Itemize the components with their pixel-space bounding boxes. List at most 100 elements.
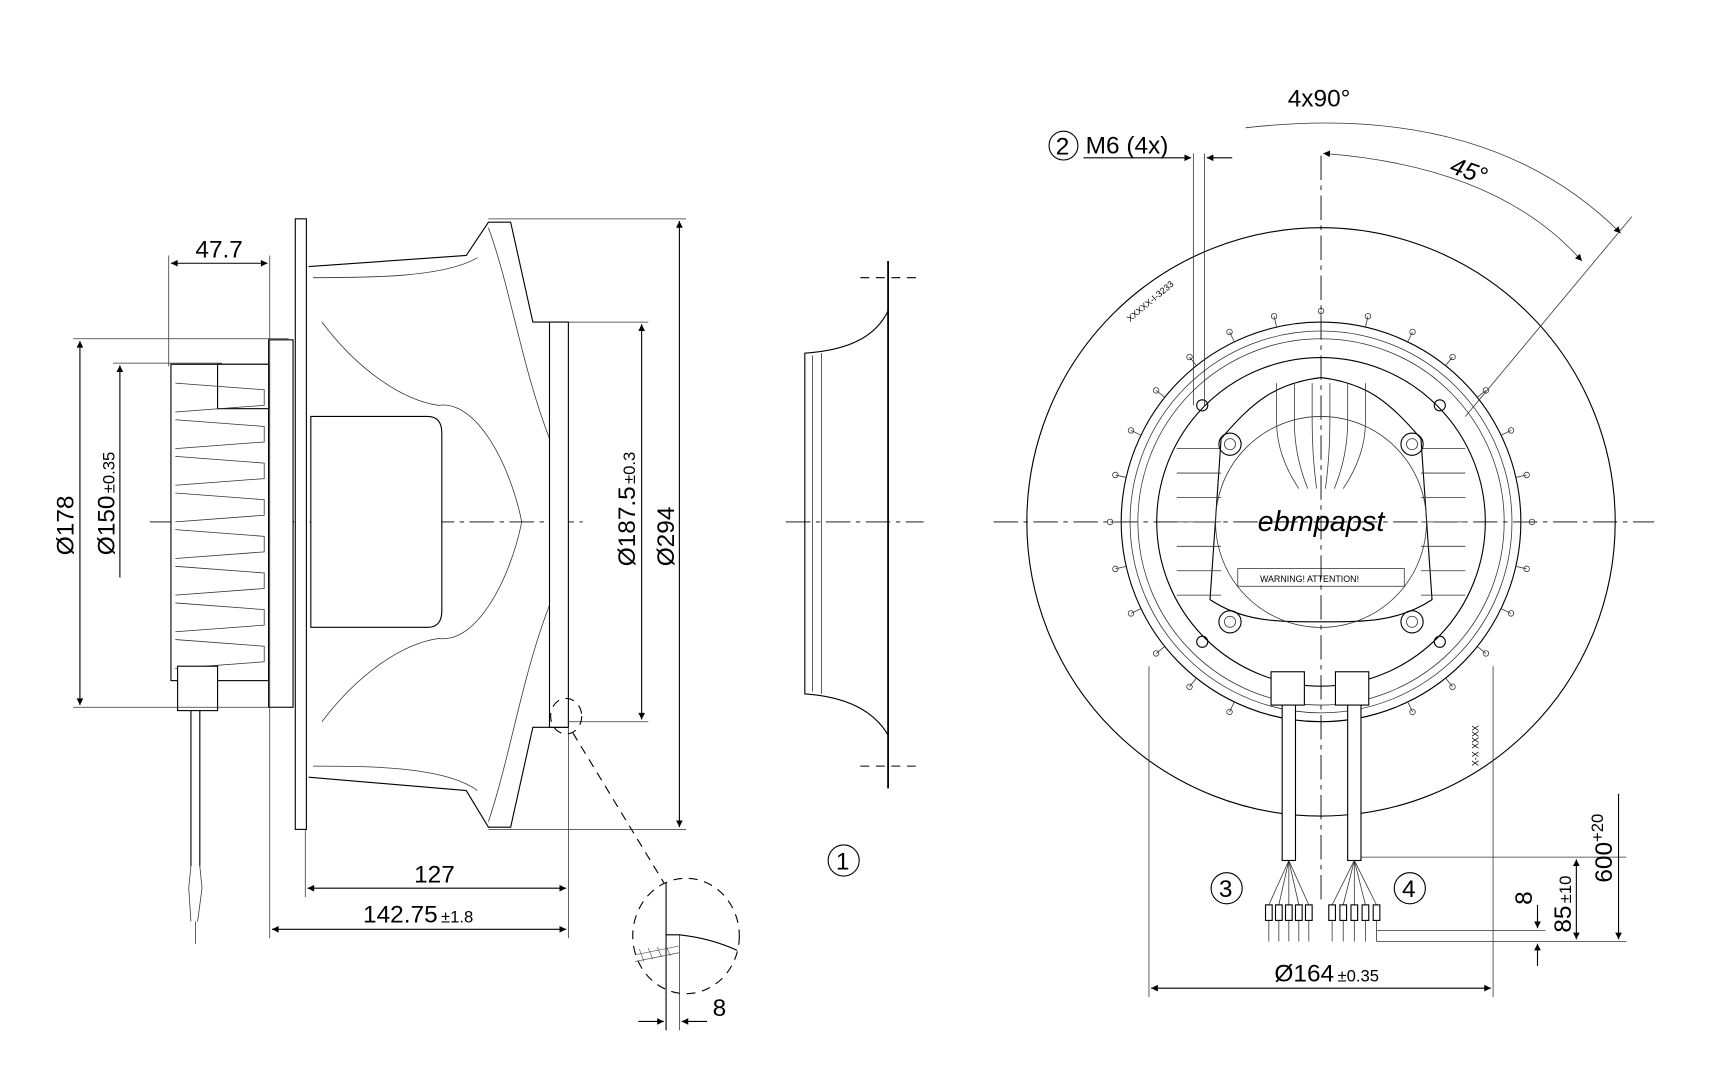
brand-logo: ebmpapst (1258, 506, 1387, 538)
m6-hole (1433, 635, 1446, 648)
ring-tooth-tip (1127, 610, 1135, 617)
motor-housing (170, 339, 294, 712)
ring-tooth-tip (1409, 328, 1416, 336)
dim-width-47-7: 47.7 (195, 237, 243, 264)
screw-head (1406, 438, 1418, 451)
wire (1342, 860, 1355, 905)
screw-head (1224, 615, 1236, 628)
wire-ferrule (1304, 904, 1313, 921)
ring-tooth-tip (1270, 313, 1278, 320)
thread-m6: M6 (4x) (1086, 132, 1169, 159)
screw-head (1224, 438, 1236, 451)
callout-2: 2 (1056, 133, 1070, 160)
m6-hole (1196, 635, 1209, 648)
ring-tooth (1407, 331, 1413, 343)
callout-1-circle (827, 844, 860, 877)
inlet-ring (548, 321, 569, 728)
motor-plate (1156, 357, 1486, 687)
dim-len-127: 127 (414, 862, 455, 889)
ring-tooth (1155, 390, 1166, 398)
m6-hole (1196, 399, 1209, 412)
impeller (308, 221, 569, 828)
ring-tooth-tip (1449, 353, 1456, 361)
ring-tooth-tip (1112, 471, 1119, 479)
ring-tooth (1365, 316, 1369, 328)
dim-len-600: 600+20 (1588, 814, 1618, 883)
heatsink-fin (175, 492, 265, 523)
ring-tooth-tip (1507, 610, 1515, 617)
ring-tooth (1130, 608, 1142, 614)
wire-ferrule (1372, 904, 1381, 921)
dim-len-85-value: 85 (1550, 905, 1577, 932)
ring-tooth-tip (1186, 353, 1193, 361)
dim-dia-187-5-value: Ø187.5 (614, 486, 641, 566)
ring-tooth-tip (1449, 683, 1456, 690)
dim-len-600-tolerance: +20 (1588, 814, 1607, 842)
wire-ferrule (1328, 904, 1337, 921)
ring-tooth (1130, 430, 1142, 436)
dim-len-85-tolerance: ±10 (1556, 876, 1575, 904)
dim-len-85: 85±10 (1550, 876, 1577, 933)
heatsink-fin (175, 529, 265, 559)
dim-len-142-75-value: 142.75 (363, 902, 438, 929)
heatsink-fin (175, 456, 265, 486)
ring-tooth-tip (1528, 518, 1536, 526)
dim-dia-187-5: Ø187.5±0.3 (614, 452, 641, 567)
wire (1353, 860, 1377, 906)
dim-dia-294: Ø294 (653, 507, 680, 567)
cable-3 (1270, 671, 1305, 862)
motor-cover (1209, 377, 1433, 623)
label-code-2: X-X XXXX (1471, 725, 1481, 766)
dim-dia-178: Ø178 (52, 495, 79, 555)
front-view: ebmpapst WARNING! ATTENTION! XXXXX-I-323… (993, 86, 1655, 998)
wire-ferrule (1294, 904, 1303, 921)
ring-tooth-tip (1112, 565, 1119, 572)
wire (1288, 860, 1300, 905)
label-code: XXXXX-I-3233 (1125, 279, 1176, 324)
ring-teeth (1106, 307, 1536, 716)
heatsink-fin (175, 565, 265, 596)
ring-tooth-tip (1482, 387, 1490, 394)
wire (1268, 860, 1290, 906)
impeller-outer-circle (1026, 227, 1616, 817)
ring-tooth (1500, 608, 1512, 614)
heatsink-fin (175, 382, 265, 413)
dim-dia-164: Ø164±0.35 (1274, 960, 1379, 987)
dim-detail-8: 8 (713, 995, 727, 1022)
ring-tooth-tip (1409, 708, 1416, 716)
wire-ferrule (1274, 904, 1283, 921)
ring-tooth (1115, 565, 1127, 570)
dim-len-600-value: 600 (1591, 842, 1618, 883)
wire-ferrule (1339, 904, 1348, 921)
ring-tooth-tip (1482, 650, 1490, 657)
detail-view: 8 (550, 697, 740, 1031)
callout-3: 3 (1219, 876, 1233, 903)
dim-dia-150-value: Ø150 (93, 495, 120, 555)
pcb-trace (1325, 383, 1331, 489)
ring-tooth-tip (1507, 427, 1515, 434)
angle-45: 45° (1447, 152, 1491, 190)
screw-boss (1400, 610, 1424, 634)
wire-ferrule (1350, 904, 1359, 921)
dim-dia-164-value: Ø164 (1274, 960, 1334, 987)
pcb-trace (1276, 383, 1300, 489)
cable (188, 710, 203, 944)
ring-tooth (1273, 316, 1277, 328)
ring-tooth (1477, 646, 1487, 654)
wire-ferrule (1264, 904, 1273, 921)
dim-len-142-75-tolerance: ±1.8 (441, 908, 473, 927)
dim-dia-164-tolerance: ±0.35 (1337, 966, 1379, 985)
pcb-trace (1342, 383, 1366, 489)
ring-tooth (1500, 430, 1512, 436)
ring-tooth-tip (1106, 518, 1114, 526)
wire-ferrule (1284, 904, 1293, 921)
ring-tooth (1445, 677, 1453, 688)
heatsink-fin (175, 602, 265, 633)
ring-tooth-tip (1317, 307, 1325, 315)
ring-tooth (1189, 677, 1197, 688)
inlet-nozzle-view: 1 (785, 261, 924, 877)
ring-tooth-tip (1127, 427, 1135, 434)
ring-tooth-tip (1186, 683, 1193, 690)
m6-hole (1433, 399, 1446, 412)
